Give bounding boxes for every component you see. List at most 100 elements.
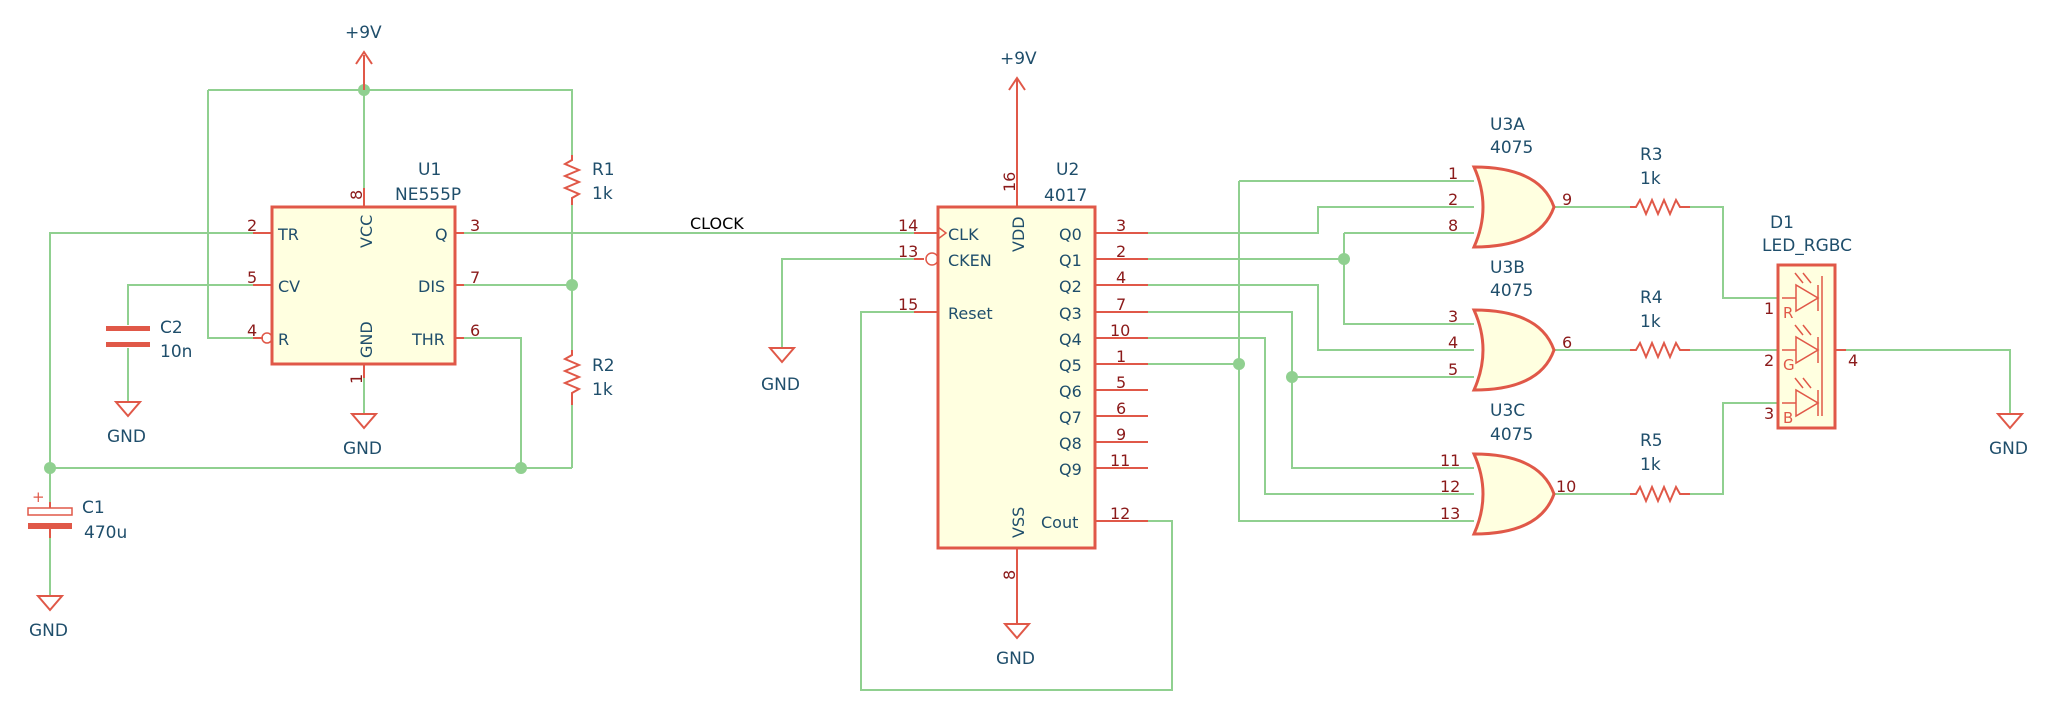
- svg-text:3: 3: [1764, 404, 1774, 423]
- svg-text:G: G: [1783, 356, 1795, 374]
- svg-text:R: R: [1783, 304, 1793, 322]
- resistor-r3: R3 1k: [1630, 145, 1690, 217]
- svg-text:8: 8: [1000, 570, 1019, 580]
- svg-text:2: 2: [1448, 190, 1458, 209]
- u2-4017: U2 4017 14 CLK 13 CKEN 15 Reset 16 VDD 8…: [898, 160, 1148, 580]
- junction-dots: [44, 84, 1350, 474]
- svg-text:Q7: Q7: [1059, 408, 1082, 427]
- svg-text:4075: 4075: [1490, 425, 1533, 445]
- resistor-r2: R2 1k: [562, 350, 615, 405]
- svg-text:GND: GND: [107, 427, 146, 447]
- svg-text:3: 3: [470, 216, 480, 235]
- svg-text:13: 13: [898, 242, 918, 261]
- svg-text:5: 5: [1448, 360, 1458, 379]
- svg-text:U2: U2: [1056, 160, 1079, 180]
- svg-text:11: 11: [1440, 451, 1460, 470]
- svg-text:GND: GND: [343, 439, 382, 459]
- svg-text:8: 8: [347, 190, 366, 200]
- svg-text:4017: 4017: [1044, 186, 1087, 206]
- svg-text:B: B: [1783, 409, 1793, 427]
- svg-text:Q: Q: [435, 225, 448, 244]
- svg-text:GND: GND: [29, 621, 68, 641]
- wires: [49, 89, 2011, 691]
- svg-text:NE555P: NE555P: [395, 185, 461, 205]
- u1-ne555p: U1 NE555P 2 TR 5 CV 4 R 8 VCC 1 GND 3 Q …: [247, 160, 480, 384]
- svg-text:12: 12: [1110, 504, 1130, 523]
- gnd-c1: GND: [29, 595, 68, 641]
- svg-text:9: 9: [1116, 425, 1126, 444]
- led-d1: D1 LED_RGBC 1 2 3 4 R G B: [1762, 213, 1858, 430]
- or-gate-u3b: U3B 4075 3 4 5 6: [1448, 258, 1572, 392]
- svg-text:15: 15: [898, 295, 918, 314]
- svg-text:+9V: +9V: [345, 23, 382, 43]
- svg-text:C1: C1: [82, 498, 105, 518]
- svg-text:+: +: [32, 488, 45, 506]
- svg-text:Reset: Reset: [948, 304, 993, 323]
- svg-text:11: 11: [1110, 451, 1130, 470]
- svg-text:+9V: +9V: [1000, 49, 1037, 69]
- svg-text:1k: 1k: [592, 380, 613, 400]
- capacitor-c1: + C1 470u: [27, 488, 127, 543]
- svg-text:R4: R4: [1640, 288, 1663, 308]
- svg-text:R: R: [278, 330, 289, 349]
- svg-text:6: 6: [1116, 399, 1126, 418]
- svg-text:470u: 470u: [84, 523, 127, 543]
- net-label-clock: CLOCK: [690, 214, 744, 233]
- svg-text:R3: R3: [1640, 145, 1663, 165]
- svg-text:3: 3: [1116, 216, 1126, 235]
- resistor-r1: R1 1k: [562, 155, 615, 205]
- svg-text:4075: 4075: [1490, 281, 1533, 301]
- svg-text:D1: D1: [1770, 213, 1794, 233]
- resistor-r5: R5 1k: [1630, 431, 1690, 504]
- svg-text:1k: 1k: [1640, 455, 1661, 475]
- gnd-d1: GND: [1989, 413, 2028, 459]
- svg-text:1k: 1k: [592, 184, 613, 204]
- svg-text:2: 2: [247, 216, 257, 235]
- gnd-u2: GND: [996, 548, 1035, 669]
- gnd-c2: GND: [107, 401, 146, 447]
- svg-text:8: 8: [1448, 216, 1458, 235]
- svg-text:CV: CV: [278, 277, 300, 296]
- svg-text:VDD: VDD: [1009, 216, 1028, 252]
- svg-text:1: 1: [1448, 164, 1458, 183]
- svg-text:Q1: Q1: [1059, 251, 1082, 270]
- or-gate-u3a: U3A 4075 1 2 8 9: [1448, 115, 1572, 249]
- svg-text:1: 1: [347, 374, 366, 384]
- svg-text:CKEN: CKEN: [948, 251, 992, 270]
- svg-text:Cout: Cout: [1041, 513, 1078, 532]
- svg-text:U3A: U3A: [1490, 115, 1525, 135]
- svg-text:2: 2: [1116, 242, 1126, 261]
- svg-text:GND: GND: [357, 321, 376, 358]
- svg-text:U1: U1: [418, 160, 441, 180]
- svg-text:13: 13: [1440, 504, 1460, 523]
- svg-text:4: 4: [247, 321, 257, 340]
- svg-text:DIS: DIS: [418, 277, 445, 296]
- svg-text:Q0: Q0: [1059, 225, 1082, 244]
- svg-text:1: 1: [1116, 347, 1126, 366]
- svg-text:U3C: U3C: [1490, 401, 1525, 421]
- svg-text:1: 1: [1764, 299, 1774, 318]
- power-vcc-u2: +9V: [1000, 49, 1037, 168]
- svg-text:5: 5: [1116, 373, 1126, 392]
- svg-text:4: 4: [1448, 333, 1458, 352]
- gnd-u1: GND: [343, 413, 382, 459]
- svg-text:THR: THR: [411, 330, 445, 349]
- svg-text:R2: R2: [592, 356, 615, 376]
- svg-text:Q8: Q8: [1059, 434, 1082, 453]
- gnd-cken: GND: [761, 347, 800, 395]
- svg-text:VCC: VCC: [357, 215, 376, 248]
- svg-text:Q4: Q4: [1059, 330, 1082, 349]
- svg-text:4: 4: [1116, 268, 1126, 287]
- svg-text:6: 6: [470, 321, 480, 340]
- svg-text:10: 10: [1110, 321, 1130, 340]
- svg-text:GND: GND: [761, 375, 800, 395]
- svg-text:10n: 10n: [160, 342, 192, 362]
- svg-text:1k: 1k: [1640, 312, 1661, 332]
- svg-text:R1: R1: [592, 160, 615, 180]
- power-vcc-u1: +9V: [345, 23, 382, 90]
- svg-text:LED_RGBC: LED_RGBC: [1762, 236, 1852, 256]
- svg-text:Q5: Q5: [1059, 356, 1082, 375]
- svg-text:VSS: VSS: [1009, 507, 1028, 538]
- svg-text:Q6: Q6: [1059, 382, 1082, 401]
